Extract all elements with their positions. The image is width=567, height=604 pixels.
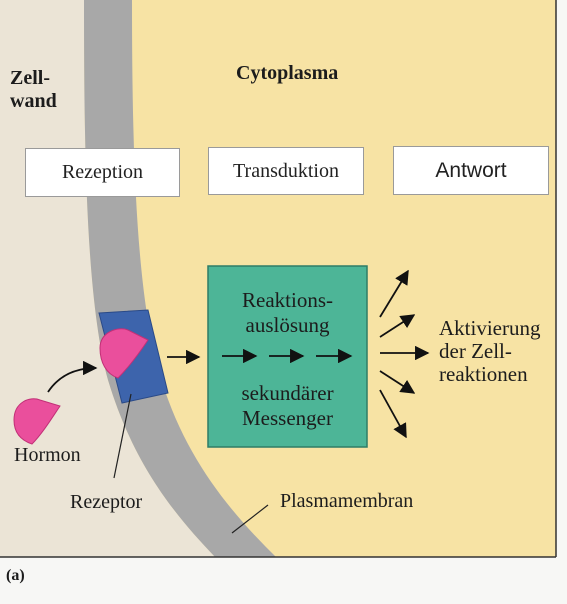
cell-wall-region (0, 0, 215, 557)
fan-arrow-4 (379, 370, 416, 394)
cytoplasm-label: Cytoplasma (236, 62, 339, 84)
receptor-label: Rezeptor (70, 491, 143, 513)
bound-hormone-shape (99, 328, 149, 379)
activation-label: Aktivierung der Zell- reaktionen (439, 316, 541, 387)
receptor-pointer-line (113, 393, 132, 479)
stage-transduktion-box: Transduktion (208, 147, 364, 195)
fan-arrow-5 (379, 389, 407, 439)
plasma-membrane-label: Plasmamembran (280, 490, 414, 512)
fan-arrow-1 (379, 269, 409, 318)
membrane-pointer-line (231, 504, 269, 534)
fan-arrow-2 (379, 314, 416, 338)
response-top-text: Reaktions- auslösung (242, 288, 333, 338)
free-hormone-shape (13, 398, 61, 445)
hormone-label: Hormon (14, 444, 81, 466)
plasma-membrane (84, 0, 276, 557)
stage-rezeption-box: Rezeption (25, 148, 180, 197)
response-bottom-text: sekundärer Messenger (241, 381, 334, 431)
hormone-binding-arrow (47, 360, 98, 393)
panel-label: (a) (6, 567, 25, 584)
cell-wall-label: Zell- wand (10, 67, 57, 112)
stage-antwort-box: Antwort (393, 146, 549, 195)
